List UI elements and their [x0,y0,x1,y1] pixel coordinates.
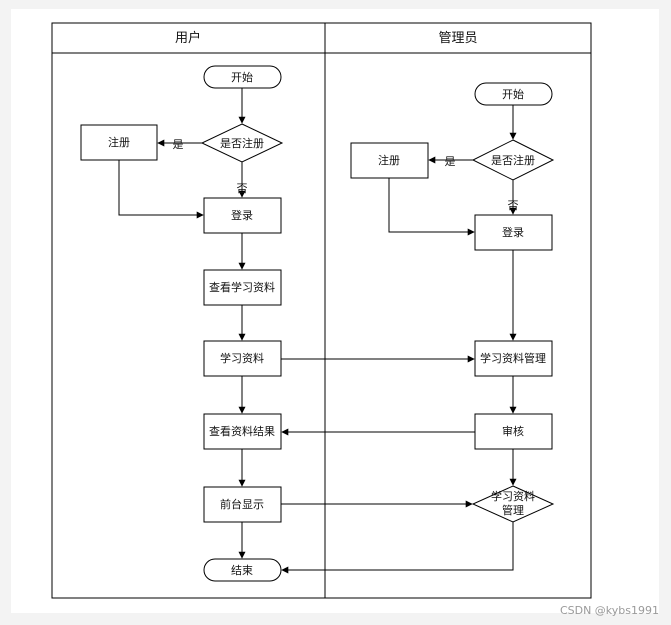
admin-login-node [474,214,553,251]
user-login-node [203,197,282,234]
csdn-watermark: CSDN @kybs1991 [559,604,659,617]
lane-title-admin: 管理员 [438,31,477,46]
diagram-canvas [11,9,659,613]
edge-user-register-login [118,160,204,219]
user-login-label: 登录 [231,208,253,222]
edge-label-user-no: 否 [237,182,248,195]
admin-manage-materials-node [474,340,553,377]
user-view-results-label: 查看资料结果 [209,424,275,438]
user-study-materials-node [203,340,282,377]
user-register-label: 注册 [108,135,130,149]
user-decision-label: 是否注册 [220,136,264,150]
user-end-label: 结束 [231,564,253,577]
admin-manage-materials-label: 学习资料管理 [480,351,546,365]
admin-review-node [474,413,553,450]
user-register-node [80,124,158,161]
lane-title-user: 用户 [175,30,201,46]
user-frontend-display-label: 前台显示 [220,497,264,511]
edge-manage-decision-to-end [281,522,514,574]
admin-review-label: 审核 [502,424,524,438]
admin-manage-decision-label-line1: 学习资料 [491,489,535,503]
user-start-label: 开始 [231,70,253,84]
edge-label-admin-no: 否 [508,199,519,212]
admin-login-label: 登录 [502,225,524,239]
admin-manage-decision-label-line2: 管理 [502,503,524,517]
edge-label-admin-yes: 是 [445,155,456,168]
user-study-materials-label: 学习资料 [220,351,264,365]
admin-register-node [350,142,429,179]
edge-admin-register-login [388,178,475,236]
admin-decision-label: 是否注册 [491,153,535,167]
edge-label-user-yes: 是 [173,138,184,151]
admin-register-label: 注册 [378,153,400,167]
user-end-node [203,558,282,582]
user-view-materials-label: 查看学习资料 [209,280,275,294]
admin-start-label: 开始 [502,87,524,101]
swimlane-frame [51,22,592,599]
